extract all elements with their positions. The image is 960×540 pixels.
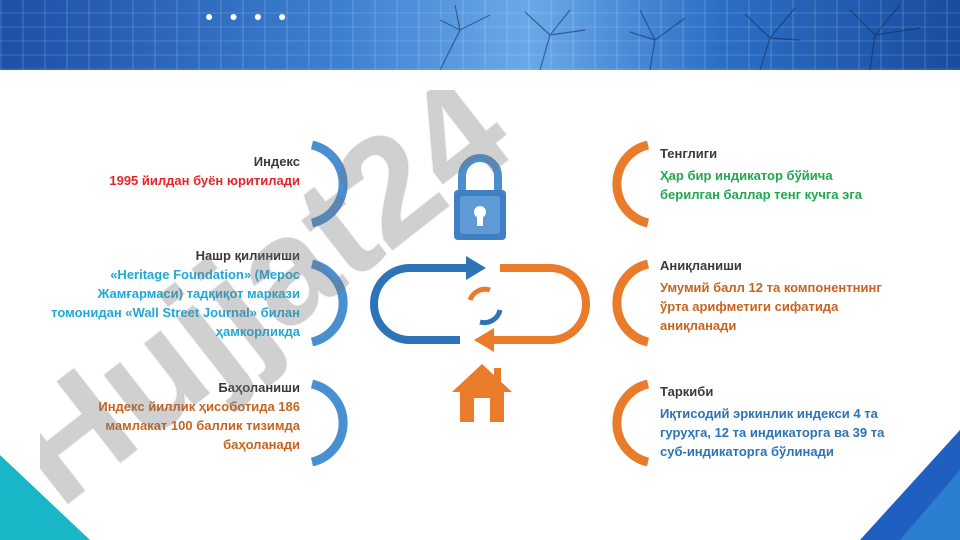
left-item-index: Индекс 1995 йилдан буён юритилади (40, 152, 300, 190)
banner-dots: ● ● ● ● (205, 8, 293, 24)
right-item-title: Аниқланиши (660, 258, 742, 273)
header-banner: ● ● ● ● (0, 0, 960, 70)
left-item-title: Нашр қилиниши (195, 248, 300, 263)
right-item-equality: Тенглиги Ҳар бир индикатор бўйича берилг… (660, 144, 890, 204)
right-item-text: Ҳар бир индикатор бўйича берилган баллар… (660, 168, 862, 202)
left-item-publication: Нашр қилиниши «Heritage Foundation» (Мер… (40, 246, 300, 341)
left-arc-1 (310, 140, 348, 228)
right-item-structure: Таркиби Иқтисодий эркинлик индекси 4 та … (660, 382, 890, 461)
right-item-text: Умумий балл 12 та компонентнинг ўрта ари… (660, 280, 882, 333)
left-item-text: «Heritage Foundation» (Мерос Жамғармаси)… (51, 267, 300, 339)
right-arc-3 (612, 379, 650, 467)
corner-triangle-left (0, 455, 90, 540)
left-item-title: Индекс (253, 154, 300, 169)
left-item-text: 1995 йилдан буён юритилади (109, 173, 300, 188)
house-icon (452, 364, 512, 422)
left-arc-2 (310, 259, 348, 347)
tree-branches-decoration (439, 4, 921, 70)
right-arc-2 (612, 259, 650, 347)
right-item-title: Таркиби (660, 384, 714, 399)
right-arc-1 (612, 140, 650, 228)
right-item-text: Иқтисодий эркинлик индекси 4 та гуруҳга,… (660, 406, 885, 459)
left-item-text: Индекс йиллик ҳисоботида 186 мамлакат 10… (98, 399, 300, 452)
cycle-arrows-icon (370, 256, 590, 352)
left-arc-3 (310, 379, 348, 467)
right-item-determination: Аниқланиши Умумий балл 12 та компонентни… (660, 256, 890, 335)
padlock-icon (454, 154, 506, 240)
right-item-title: Тенглиги (660, 146, 718, 161)
left-item-assessment: Баҳоланиши Индекс йиллик ҳисоботида 186 … (40, 378, 300, 454)
left-item-title: Баҳоланиши (218, 380, 300, 395)
